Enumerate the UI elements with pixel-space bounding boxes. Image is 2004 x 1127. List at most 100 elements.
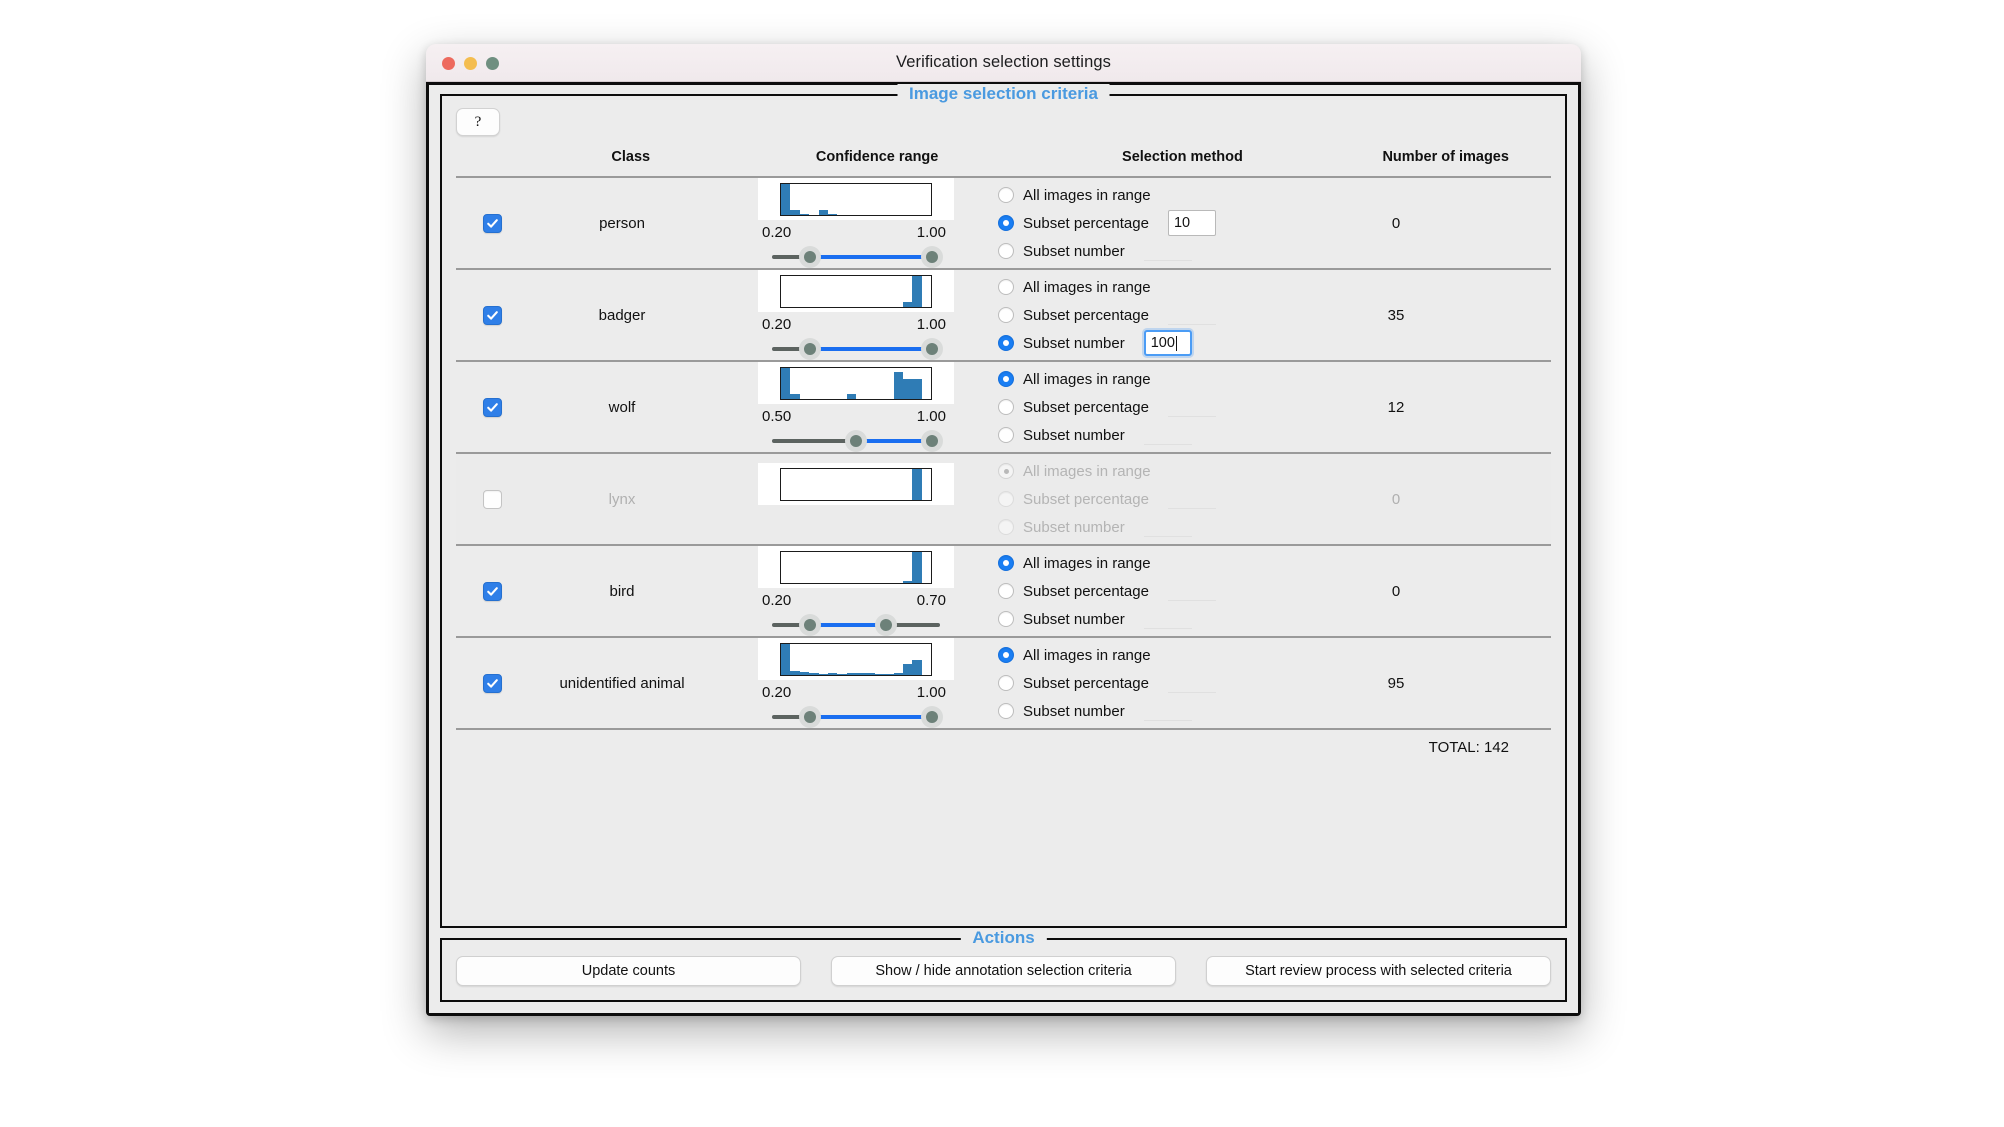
radio-subset-number-indicator[interactable] <box>998 243 1014 259</box>
confidence-max-value: 1.00 <box>916 408 946 425</box>
radio-subset-percentage-label: Subset percentage <box>1023 674 1149 692</box>
radio-all-images-in-range-indicator[interactable] <box>998 555 1014 571</box>
confidence-histogram <box>780 643 932 676</box>
slider-handle-max[interactable] <box>921 706 943 728</box>
radio-subset-percentage[interactable]: Subset percentage <box>998 669 1296 697</box>
slider-range-fill <box>810 623 887 627</box>
radio-subset-number[interactable]: Subset number <box>998 605 1296 633</box>
slider-handle-min[interactable] <box>799 246 822 268</box>
histogram-bar <box>893 673 903 675</box>
subset-number-input[interactable] <box>1143 609 1192 629</box>
row-separator <box>456 636 1551 638</box>
zoom-button-icon[interactable] <box>486 57 499 70</box>
show-hide-annotation-criteria-button[interactable]: Show / hide annotation selection criteri… <box>831 956 1176 986</box>
radio-subset-percentage-label: Subset percentage <box>1023 582 1149 600</box>
histogram-bar <box>912 468 922 500</box>
slider-range-fill <box>856 439 932 443</box>
radio-subset-number[interactable]: Subset number <box>998 421 1296 449</box>
slider-handle-max[interactable] <box>921 430 943 452</box>
radio-all-images-in-range[interactable]: All images in range <box>998 365 1296 393</box>
subset-number-input <box>1143 517 1192 537</box>
row-separator <box>456 544 1551 546</box>
confidence-range-slider[interactable] <box>772 338 943 360</box>
radio-all-images-in-range[interactable]: All images in range <box>998 549 1296 577</box>
radio-subset-percentage-indicator[interactable] <box>998 675 1014 691</box>
radio-subset-percentage-label: Subset percentage <box>1023 306 1149 324</box>
radio-subset-percentage-indicator[interactable] <box>998 583 1014 599</box>
slider-handle-min[interactable] <box>799 614 822 636</box>
radio-all-images-in-range-label: All images in range <box>1023 186 1151 204</box>
class-enable-checkbox[interactable] <box>482 213 502 233</box>
radio-all-images-in-range[interactable]: All images in range <box>998 641 1296 669</box>
criteria-table: Class Confidence range Selection method … <box>456 146 1551 176</box>
minimize-button-icon[interactable] <box>464 57 477 70</box>
radio-subset-number-indicator <box>998 519 1014 535</box>
slider-handle-min[interactable] <box>845 430 867 452</box>
confidence-histogram <box>780 551 932 584</box>
slider-handle-min[interactable] <box>799 706 822 728</box>
radio-subset-number-indicator[interactable] <box>998 611 1014 627</box>
subset-percentage-input[interactable] <box>1167 305 1216 325</box>
confidence-range-slider[interactable] <box>772 706 943 728</box>
radio-subset-percentage-label: Subset percentage <box>1023 398 1149 416</box>
radio-subset-percentage[interactable]: Subset percentage <box>998 577 1296 605</box>
radio-all-images-in-range-indicator[interactable] <box>998 647 1014 663</box>
histogram-bar <box>846 673 856 675</box>
class-enable-checkbox[interactable] <box>482 305 502 325</box>
radio-subset-number[interactable]: Subset number <box>998 237 1296 265</box>
confidence-range-slider[interactable] <box>772 246 943 268</box>
radio-subset-number-indicator[interactable] <box>998 335 1014 351</box>
radio-subset-number-label: Subset number <box>1023 702 1125 720</box>
total-label: TOTAL: 142 <box>1428 738 1509 756</box>
slider-handle-min[interactable] <box>799 338 822 360</box>
close-button-icon[interactable] <box>442 57 455 70</box>
slider-handle-max[interactable] <box>875 614 898 636</box>
radio-all-images-in-range-label: All images in range <box>1023 278 1151 296</box>
radio-all-images-in-range-label: All images in range <box>1023 462 1151 480</box>
subset-percentage-input[interactable]: 10 <box>1167 210 1216 236</box>
radio-subset-number-indicator[interactable] <box>998 703 1014 719</box>
class-enable-checkbox[interactable] <box>482 581 502 601</box>
image-count-value: 0 <box>1391 214 1401 232</box>
class-enable-checkbox[interactable] <box>482 673 502 693</box>
slider-handle-max[interactable] <box>921 246 943 268</box>
radio-subset-percentage-indicator[interactable] <box>998 399 1014 415</box>
help-button[interactable]: ? <box>456 108 500 136</box>
window-titlebar[interactable]: Verification selection settings <box>426 44 1581 82</box>
subset-number-input[interactable] <box>1143 425 1192 445</box>
start-review-button[interactable]: Start review process with selected crite… <box>1206 956 1551 986</box>
radio-all-images-in-range-indicator[interactable] <box>998 371 1014 387</box>
slider-handle-max[interactable] <box>921 338 943 360</box>
class-name: lynx <box>608 490 636 508</box>
confidence-min-value: 0.20 <box>762 316 792 333</box>
radio-subset-percentage-indicator[interactable] <box>998 307 1014 323</box>
subset-percentage-input[interactable] <box>1167 673 1216 693</box>
radio-subset-number[interactable]: Subset number <box>998 697 1296 725</box>
subset-number-input[interactable]: 100 <box>1143 330 1192 356</box>
radio-all-images-in-range-indicator[interactable] <box>998 279 1014 295</box>
subset-number-input[interactable] <box>1143 701 1192 721</box>
radio-subset-percentage[interactable]: Subset percentage <box>998 301 1296 329</box>
update-counts-button[interactable]: Update counts <box>456 956 801 986</box>
window-controls[interactable] <box>442 57 499 70</box>
radio-all-images-in-range[interactable]: All images in range <box>998 181 1296 209</box>
radio-subset-number-indicator[interactable] <box>998 427 1014 443</box>
subset-percentage-input[interactable] <box>1167 397 1216 417</box>
radio-subset-percentage-label: Subset percentage <box>1023 490 1149 508</box>
radio-subset-percentage-indicator[interactable] <box>998 215 1014 231</box>
radio-all-images-in-range-indicator[interactable] <box>998 187 1014 203</box>
confidence-range-slider[interactable] <box>772 614 940 636</box>
row-separator <box>456 360 1551 362</box>
subset-percentage-input[interactable] <box>1167 581 1216 601</box>
class-enable-checkbox[interactable] <box>482 397 502 417</box>
subset-number-input[interactable] <box>1143 241 1192 261</box>
class-enable-checkbox[interactable] <box>482 489 502 509</box>
radio-subset-percentage[interactable]: Subset percentage <box>998 393 1296 421</box>
radio-all-images-in-range[interactable]: All images in range <box>998 273 1296 301</box>
actions-group-legend: Actions <box>960 928 1047 948</box>
confidence-range-slider[interactable] <box>772 430 943 452</box>
